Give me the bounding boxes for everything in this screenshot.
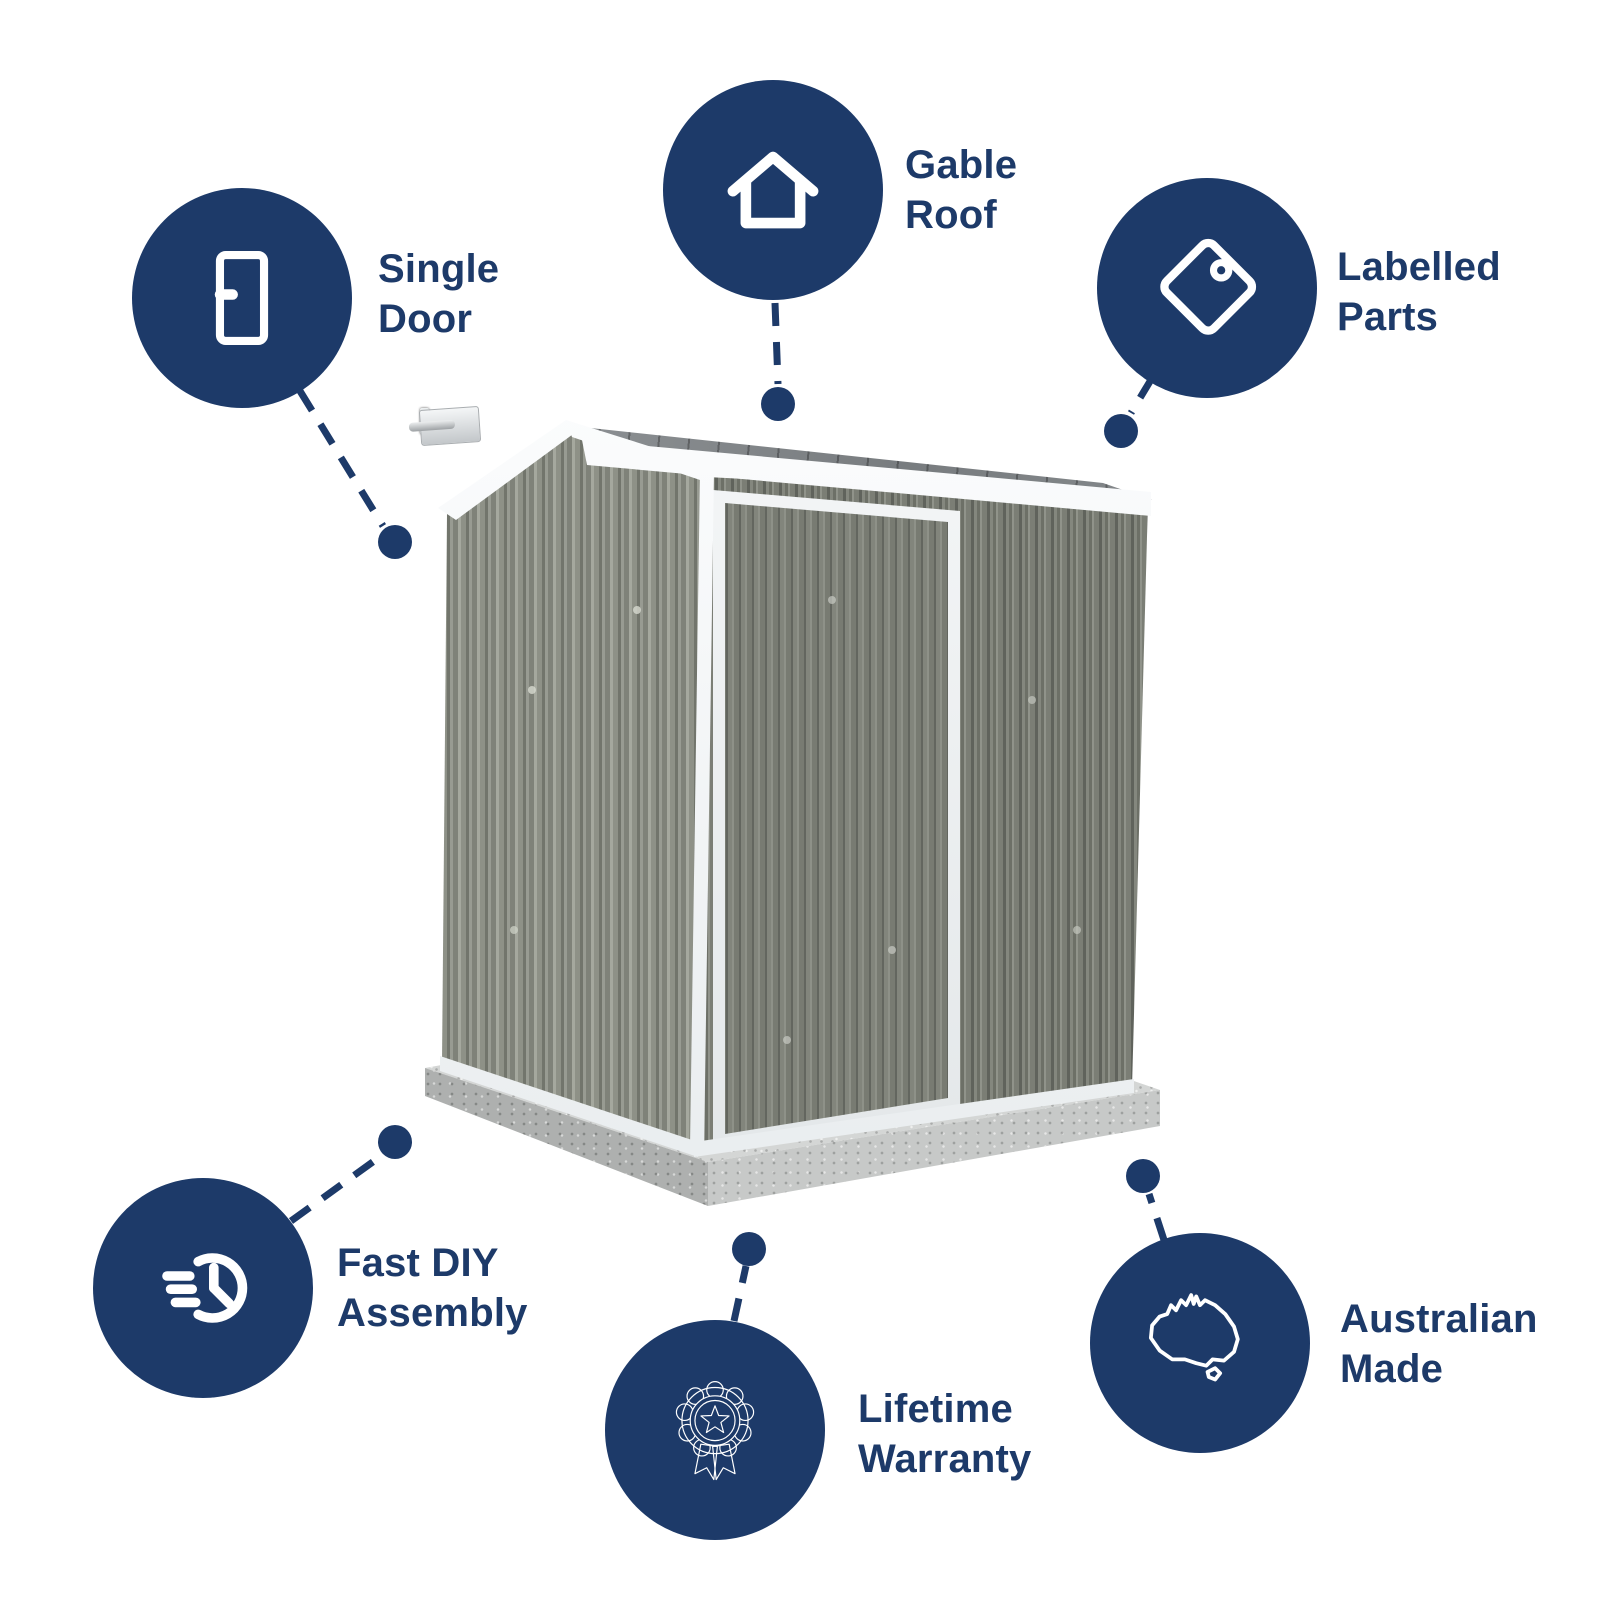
australian-made-badge (1090, 1233, 1310, 1453)
connector-fast-diy-assembly (288, 1125, 412, 1224)
price-tag-icon (1160, 238, 1257, 335)
connector-single-door (297, 389, 412, 559)
single-door-badge (132, 188, 352, 408)
shed-illustration (408, 405, 1180, 1238)
gable-roof-icon (727, 151, 819, 229)
australia-map-icon (1148, 1293, 1240, 1382)
fast-diy-assembly-label: Fast DIY Assembly (337, 1241, 528, 1335)
fast-diy-assembly-badge (93, 1178, 313, 1398)
shed-gable-end-wall (442, 426, 707, 1150)
door-icon (214, 251, 269, 345)
single-door-label: Single Door (378, 247, 500, 341)
connector-labelled-parts (1104, 376, 1156, 448)
connector-australian-made (1126, 1159, 1168, 1242)
lifetime-warranty-badge (605, 1320, 825, 1540)
lifetime-warranty-label: Lifetime Warranty (858, 1387, 1032, 1481)
connector-gable-roof (761, 302, 795, 421)
shed-door (725, 503, 948, 1134)
door-latch (408, 405, 482, 447)
award-rosette-icon (675, 1381, 755, 1481)
rivet-dots (420, 408, 424, 412)
speed-clock-icon (162, 1253, 248, 1323)
gable-roof-badge (663, 80, 883, 300)
labelled-parts-badge (1097, 178, 1317, 398)
latch-bolt (408, 419, 456, 432)
labelled-parts-label: Labelled Parts (1337, 245, 1501, 339)
australian-made-label: Australian Made (1340, 1297, 1538, 1391)
connector-lifetime-warranty (730, 1232, 766, 1322)
gable-roof-label: Gable Roof (905, 143, 1018, 237)
